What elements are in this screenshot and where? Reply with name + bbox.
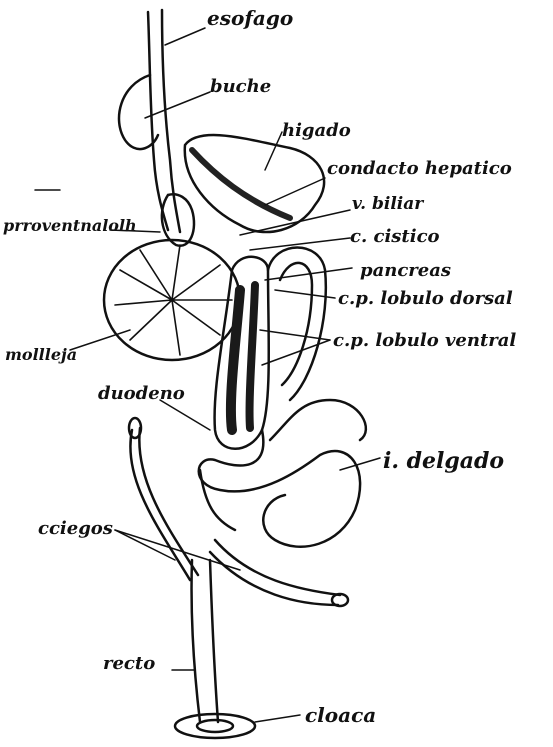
label-pancreas: pancreas bbox=[360, 262, 451, 280]
rectum-shape bbox=[192, 560, 200, 722]
label-higado: higado bbox=[282, 122, 351, 140]
label-cloaca: cloaca bbox=[305, 705, 376, 725]
label-molleja: mollleja bbox=[5, 347, 77, 363]
label-esofago: esofago bbox=[207, 8, 293, 28]
label-ciegos: cciegos bbox=[38, 520, 113, 538]
label-cp-lobulo-ventral: c.p. lobulo ventral bbox=[333, 332, 516, 350]
label-cp-lobulo-dorsal: c.p. lobulo dorsal bbox=[338, 290, 513, 308]
label-i-delgado: i. delgado bbox=[383, 450, 504, 472]
label-c-cistico: c. cistico bbox=[350, 228, 440, 246]
label-buche: buche bbox=[210, 78, 271, 96]
label-recto: recto bbox=[103, 655, 155, 673]
cloaca-shape bbox=[175, 714, 255, 738]
small-intestine-shape bbox=[199, 430, 360, 547]
label-condacto-hepatico: condacto hepatico bbox=[327, 160, 512, 178]
label-duodeno: duodeno bbox=[98, 385, 185, 403]
label-v-biliar: v. biliar bbox=[352, 196, 423, 213]
label-proventriculo: prroventnalolh bbox=[3, 218, 137, 234]
liver-shape bbox=[185, 135, 324, 232]
